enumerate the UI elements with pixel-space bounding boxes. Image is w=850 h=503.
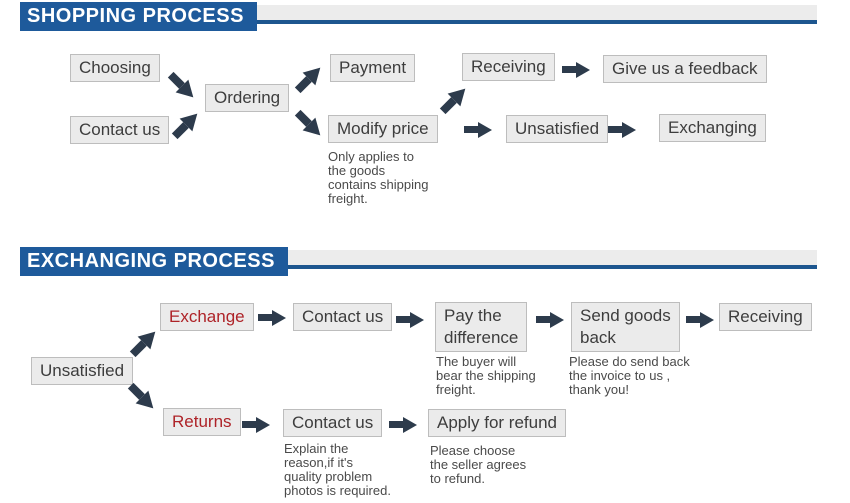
node-exchange: Exchange [160, 303, 254, 332]
node-payment: Payment [330, 54, 416, 83]
arrow-down-right-icon [164, 68, 200, 104]
shopping-header: SHOPPING PROCESS [20, 2, 817, 31]
arrow-right-icon [258, 309, 286, 326]
arrow-right-icon [608, 121, 636, 138]
node-send-goods-back: Send goods back [571, 302, 680, 353]
node-returns: Returns [163, 408, 241, 437]
arrow-up-right-icon [126, 325, 162, 360]
exchanging-header: EXCHANGING PROCESS [20, 247, 817, 276]
exchanging-title: EXCHANGING PROCESS [20, 247, 288, 276]
node-apply-refund: Apply for refund [428, 409, 567, 438]
note-apply-refund: Please choose the seller agrees to refun… [430, 443, 527, 486]
node-ordering: Ordering [205, 84, 290, 113]
arrow-up-right-icon [168, 107, 204, 142]
shopping-title-underline [256, 5, 817, 24]
node-choosing: Choosing [70, 54, 160, 83]
node-contact-us-top: Contact us [293, 303, 393, 332]
arrow-right-icon [396, 311, 424, 328]
exchanging-title-underline [287, 250, 817, 269]
shopping-title: SHOPPING PROCESS [20, 2, 257, 31]
node-receiving: Receiving [462, 53, 555, 82]
arrow-right-icon [242, 416, 270, 433]
note-modify-price: Only applies to the goods contains shipp… [328, 149, 429, 206]
node-receiving-2: Receiving [719, 303, 812, 332]
arrow-up-right-icon [436, 82, 472, 117]
note-contact-us-bottom: Explain the reason,if it's quality probl… [284, 441, 391, 498]
node-contact-us: Contact us [70, 116, 170, 145]
arrow-right-icon [536, 311, 564, 328]
arrow-up-right-icon [291, 61, 327, 96]
node-give-feedback: Give us a feedback [603, 55, 767, 84]
arrow-right-icon [686, 311, 714, 328]
note-pay-difference: The buyer will bear the shipping freight… [436, 354, 536, 397]
arrow-right-icon [562, 61, 590, 78]
node-unsatisfied-2: Unsatisfied [31, 357, 134, 386]
node-unsatisfied: Unsatisfied [506, 115, 609, 144]
node-pay-difference: Pay the difference [435, 302, 528, 353]
arrow-right-icon [389, 416, 417, 433]
arrow-right-icon [464, 121, 492, 138]
note-send-goods-back: Please do send back the invoice to us , … [569, 354, 690, 397]
node-exchanging: Exchanging [659, 114, 766, 143]
node-modify-price: Modify price [328, 115, 438, 144]
arrow-down-right-icon [291, 106, 327, 142]
node-contact-us-bottom: Contact us [283, 409, 383, 438]
